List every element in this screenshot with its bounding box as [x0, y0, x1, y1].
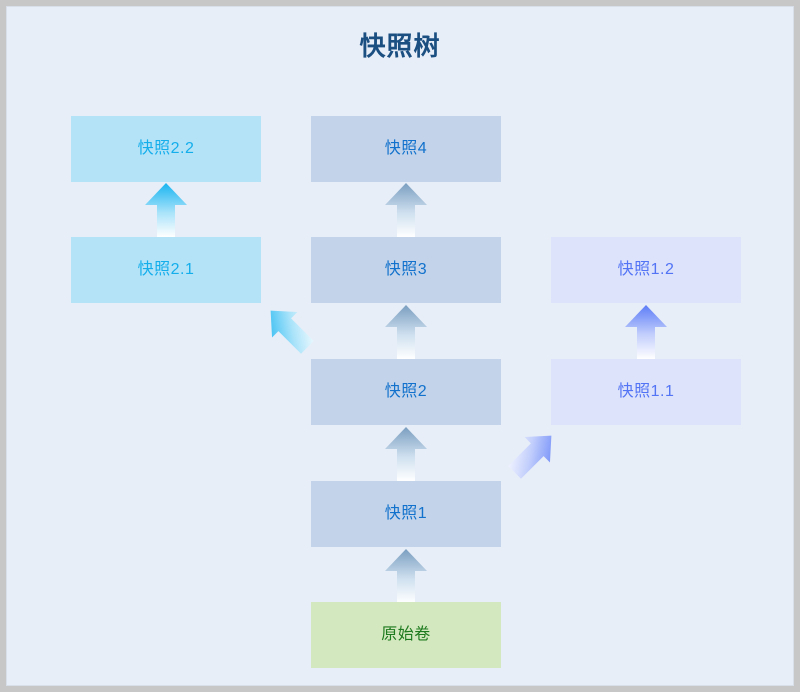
edge-snapshot3-to-snapshot4: [384, 183, 428, 237]
node-snapshot1-1[interactable]: 快照1.1: [551, 359, 741, 425]
node-original-volume[interactable]: 原始卷: [311, 602, 501, 668]
node-label: 快照4: [384, 140, 428, 157]
edge-snapshot2-1-to-snapshot2-2: [144, 183, 188, 237]
node-snapshot1-2[interactable]: 快照1.2: [551, 237, 741, 303]
edge-snapshot2-to-snapshot3: [384, 305, 428, 359]
node-snapshot2[interactable]: 快照2: [311, 359, 501, 425]
node-snapshot2-2[interactable]: 快照2.2: [71, 116, 261, 182]
page-title: 快照树: [359, 31, 441, 61]
edge-snapshot1-1-to-snapshot1-2: [624, 305, 668, 359]
node-label: 原始卷: [381, 626, 431, 643]
node-snapshot2-1[interactable]: 快照2.1: [71, 237, 261, 303]
node-snapshot4[interactable]: 快照4: [311, 116, 501, 182]
node-label: 快照2: [384, 383, 428, 400]
node-snapshot1[interactable]: 快照1: [311, 481, 501, 547]
edge-snapshot1-to-snapshot1-1: [503, 424, 563, 484]
edge-snapshot2-to-snapshot2-1: [259, 299, 319, 359]
node-label: 快照1.2: [617, 261, 675, 278]
node-label: 快照2.2: [137, 140, 195, 157]
node-label: 快照2.1: [137, 261, 195, 278]
node-label: 快照1.1: [617, 383, 675, 400]
edge-snapshot1-to-snapshot2: [384, 427, 428, 481]
node-label: 快照3: [384, 261, 428, 278]
edge-volume-to-snapshot1: [384, 549, 428, 603]
node-snapshot3[interactable]: 快照3: [311, 237, 501, 303]
node-label: 快照1: [384, 505, 428, 522]
